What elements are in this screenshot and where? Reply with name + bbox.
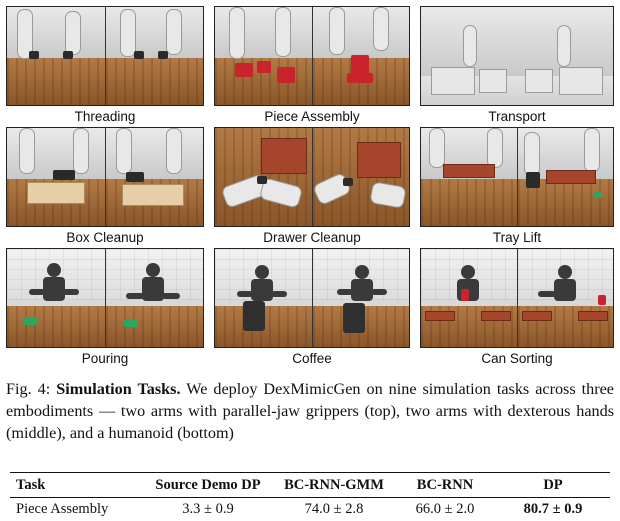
table-row: Piece Assembly 3.3 ± 0.9 74.0 ± 2.8 66.0… — [10, 498, 610, 521]
task-image-piece-assembly — [214, 6, 410, 106]
cell-bc-rnn: 66.0 ± 2.0 — [415, 501, 475, 517]
results-table-container: Task Source Demo DP BC-RNN-GMM BC-RNN DP… — [10, 472, 610, 521]
task-image-drawer-cleanup — [214, 127, 410, 227]
image-panel-right — [105, 249, 203, 347]
cell-dp: 80.7 ± 0.9 — [523, 501, 583, 517]
image-panel-left — [421, 128, 517, 226]
task-image-box-cleanup — [6, 127, 204, 227]
table-header-rule — [10, 497, 610, 498]
image-panel-right — [517, 128, 613, 226]
header-source-demo-dp: Source Demo DP — [155, 477, 261, 493]
task-image-can-sorting — [420, 248, 614, 348]
cell-task: Piece Assembly — [16, 501, 109, 517]
task-label: Piece Assembly — [264, 109, 360, 124]
image-panel-left — [7, 249, 105, 347]
task-label: Tray Lift — [492, 230, 542, 245]
results-table: Task Source Demo DP BC-RNN-GMM BC-RNN DP… — [10, 473, 610, 521]
image-panel-right — [312, 249, 409, 347]
image-panel-right — [517, 249, 613, 347]
task-pouring: Pouring — [6, 248, 204, 369]
task-drawer-cleanup: Drawer Cleanup — [214, 127, 410, 248]
image-panel-left — [215, 249, 312, 347]
figure-title: Simulation Tasks. — [56, 380, 181, 398]
task-image-grid: Threading Piece Assembly — [6, 6, 614, 369]
figure-caption: Fig. 4: Simulation Tasks. We deploy DexM… — [6, 378, 614, 444]
task-can-sorting: Can Sorting — [420, 248, 614, 369]
image-panel-left — [7, 7, 105, 105]
table-top-rule — [10, 472, 610, 473]
task-threading: Threading — [6, 6, 204, 127]
task-label: Drawer Cleanup — [263, 230, 361, 245]
cell-source-demo-dp: 3.3 ± 0.9 — [182, 501, 234, 517]
task-label: Transport — [488, 109, 546, 124]
image-panel-left — [421, 249, 517, 347]
image-panel-right — [312, 128, 409, 226]
image-panel-left — [215, 7, 312, 105]
image-panel-right — [105, 128, 203, 226]
figure-number: Fig. 4: — [6, 380, 57, 398]
image-panel-left — [7, 128, 105, 226]
task-image-threading — [6, 6, 204, 106]
figure-description: We deploy DexMimicGen on nine simulation… — [6, 380, 614, 442]
image-panel-right — [312, 7, 409, 105]
image-panel — [421, 7, 613, 105]
task-label: Pouring — [81, 351, 129, 366]
task-transport: Transport — [420, 6, 614, 127]
task-label: Coffee — [292, 351, 332, 366]
task-image-transport — [420, 6, 614, 106]
task-box-cleanup: Box Cleanup — [6, 127, 204, 248]
header-task: Task — [16, 477, 46, 493]
task-tray-lift: Tray Lift — [420, 127, 614, 248]
task-piece-assembly: Piece Assembly — [214, 6, 410, 127]
cell-bc-rnn-gmm: 74.0 ± 2.8 — [304, 501, 364, 517]
task-image-coffee — [214, 248, 410, 348]
header-bc-rnn: BC-RNN — [416, 477, 474, 493]
task-label: Threading — [74, 109, 136, 124]
image-panel-right — [105, 7, 203, 105]
task-image-pouring — [6, 248, 204, 348]
task-label: Can Sorting — [481, 351, 553, 366]
task-image-tray-lift — [420, 127, 614, 227]
header-bc-rnn-gmm: BC-RNN-GMM — [284, 477, 384, 493]
header-dp: DP — [543, 477, 563, 493]
image-panel-left — [215, 128, 312, 226]
table-header-row: Task Source Demo DP BC-RNN-GMM BC-RNN DP — [10, 473, 610, 497]
task-label: Box Cleanup — [66, 230, 144, 245]
task-coffee: Coffee — [214, 248, 410, 369]
